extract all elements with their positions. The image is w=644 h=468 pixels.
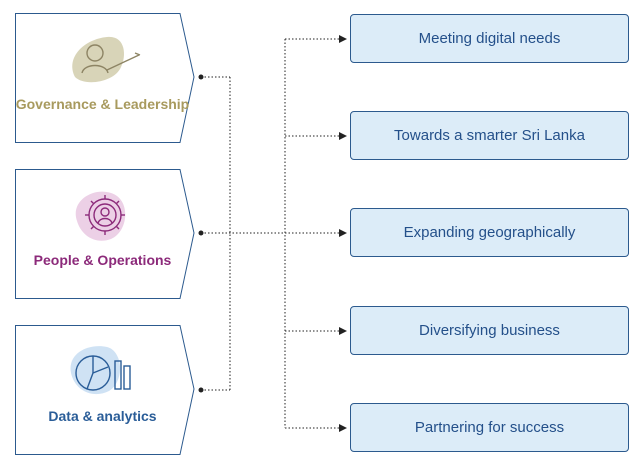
pillar-label: Governance & Leadership [15,96,190,112]
pillar-data-analytics: Data & analytics [15,325,195,455]
pillar-governance-leadership: Governance & Leadership [15,13,195,143]
outcome-box: Partnering for success [350,403,629,452]
gear-person-icon [65,183,145,253]
chart-icon [65,339,145,409]
leadership-icon [65,27,145,97]
pillar-label: People & Operations [33,252,172,268]
pillar-label: Data & analytics [48,408,157,424]
pillar-people-operations: People & Operations [15,169,195,299]
outcome-box: Expanding geographically [350,208,629,257]
outcome-box: Diversifying business [350,306,629,355]
outcome-box: Towards a smarter Sri Lanka [350,111,629,160]
outcome-box: Meeting digital needs [350,14,629,63]
